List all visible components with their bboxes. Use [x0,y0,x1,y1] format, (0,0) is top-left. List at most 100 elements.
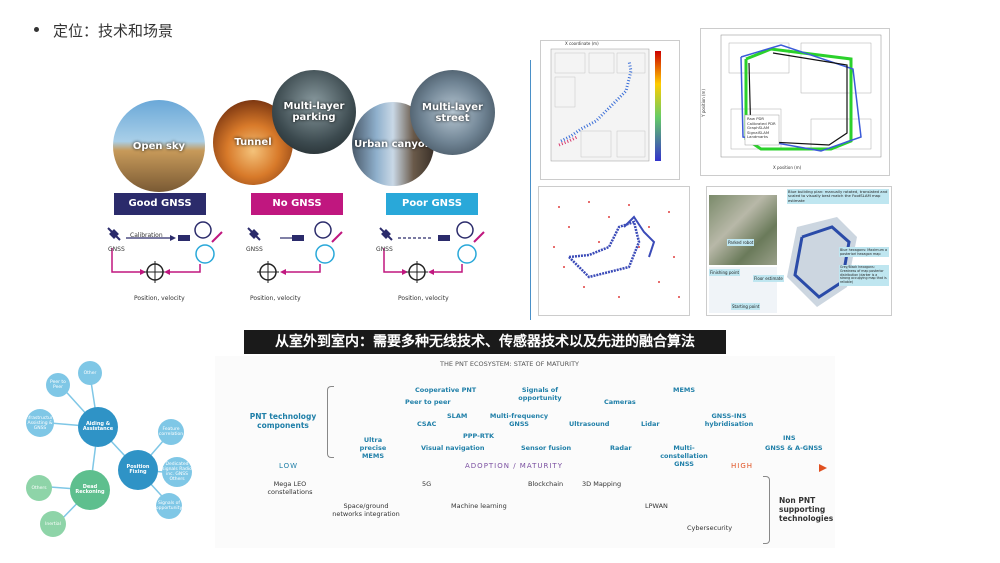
eco-slam: SLAM [447,412,468,420]
trajectory-graphic [720,34,882,158]
diagram-poor-gnss [379,221,485,283]
axis-high: HIGH [727,462,758,470]
compass-icon [195,244,215,264]
eco-gnss-ins: GNSS-INS hybridisation [704,412,754,428]
gauge-icon [194,221,212,239]
eco-multifreq: Multi-frequency GNSS [489,412,549,428]
eco-ultrasound: Ultrasound [569,420,610,428]
eco-peer: Peer to peer [405,398,451,406]
mindmap-node-position-fixing: Position Fixing [118,450,158,490]
non-lpwan: LPWAN [645,502,668,510]
mindmap: Aiding & Assistance Position Fixing Dead… [20,355,220,545]
position-velocity-label-1: Position, velocity [134,295,185,302]
eco-ppprtk: PPP-RTK [463,432,495,440]
legend-item: GraphSLAM [747,125,770,131]
scenario-label: Urban canyon [354,138,432,150]
floor-estimate-label: Floor estimate [753,275,784,282]
plot2-legend: Raw PDR Calibrated PDR GraphSLAM SignalS… [747,116,776,140]
non-blockchain: Blockchain [528,480,564,488]
eco-multiconst: Multi-constellation GNSS [660,444,708,468]
plot-trajectories: Raw PDR Calibrated PDR GraphSLAM SignalS… [700,28,890,176]
tag-poor-gnss: Poor GNSS [386,193,478,215]
diagram-no-gnss [247,221,343,283]
eco-agnss: GNSS & A-GNSS [765,444,823,452]
gnss-label-1: GNSS [108,246,125,253]
mindmap-node-feature: Feature correlation [158,419,184,445]
eco-ins: INS [783,434,796,442]
eco-csac: CSAC [417,420,437,428]
vertical-divider [530,60,531,320]
position-velocity-label-2: Position, velocity [250,295,301,302]
calibration-label: Calibration [130,232,163,239]
eco-signals: Signals of opportunity [518,386,562,402]
diagram-good-gnss [107,221,223,283]
non-5g: 5G [422,480,432,488]
eco-cooperative: Cooperative PNT [415,386,477,394]
scenario-diagrams [107,221,485,283]
plot2-ylabel: Y position (m) [701,89,706,117]
car-icon [178,235,190,241]
non-leo: Mega LEO constellations [267,480,313,496]
eco-lidar: Lidar [641,420,660,428]
non-spaceground: Space/ground networks integration [332,502,400,518]
pnt-components-label: PNT technology components [249,412,317,430]
pnt-ecosystem: THE PNT ECOSYSTEM: STATE OF MATURITY PNT… [215,356,835,548]
eco-mems-top: MEMS [673,386,696,394]
axis-low: LOW [275,462,303,470]
mindmap-node-inertial: Inertial [40,511,66,537]
grey-hexagons-label: Grey/Black hexagons: Greatness of map po… [839,265,889,286]
parked-robot-label: Parked robot [727,239,755,246]
non-pnt-brace [763,476,770,544]
eco-radar: Radar [610,444,632,452]
mindmap-node-peer: Peer to Peer [46,373,70,397]
legend-item: Calibrated PDR [747,120,776,126]
eco-cameras: Cameras [604,398,636,406]
non-pnt-label: Non PNT supporting technologies [779,496,834,523]
non-cyber: Cybersecurity [687,524,733,532]
pnt-brace [327,386,334,458]
scenario-label: Multi-layer street [422,101,483,124]
eco-visual: Visual navigation [421,444,485,452]
gnss-label-3: GNSS [376,246,393,253]
mindmap-node-infrastructure: Infrastructure Assisting & GNSS [25,409,55,437]
mindmap-node-soo: Signals of opportunity [156,493,182,519]
scenario-multilayer-parking: Multi-layer parking [272,70,356,154]
scenario-label: Open sky [132,140,186,152]
banner: 从室外到室内：需要多种无线技术、传感器技术以及先进的融合算法 [244,330,726,354]
blue-hexagons-label: Blue hexagons: Maximum a posteriori hexa… [839,247,889,257]
eco-sensor: Sensor fusion [521,444,572,452]
legend-item: Landmarks [747,134,769,140]
finishing-point-label: Finishing point [709,269,741,276]
starting-point-label: Starting point [731,303,761,310]
position-velocity-label-3: Position, velocity [398,295,449,302]
mindmap-node-dedicated: Dedicated signals Radio inc. GNSS Others [162,457,192,487]
eco-ultra-mems: Ultra precise MEMS [359,436,387,460]
axis-mid: ADOPTION / MATURITY [461,462,567,470]
heatmap-graphic [550,48,661,162]
aerial-photo [709,195,777,265]
scenario-label: Multi-layer parking [283,101,345,123]
mindmap-node-others: Others [26,475,52,501]
legend-item: SignalSLAM [747,129,770,135]
scenario-label: Tunnel [234,137,272,148]
plot-heatmap-floorplan: X coordinate (m) [540,40,680,180]
mindmap-node-dead-reckoning: Dead Reckoning [70,470,110,510]
slide-heading-text: 定位：技术和场景 [53,22,174,40]
gnss-label-2: GNSS [246,246,263,253]
slide-heading: 定位：技术和场景 [34,20,173,41]
ecosystem-title: THE PNT ECOSYSTEM: STATE OF MATURITY [440,360,580,368]
scenario-multilayer-street: Multi-layer street [410,70,495,155]
tag-good-gnss: Good GNSS [114,193,206,215]
plot2-xlabel: X position (m) [773,165,802,170]
bullet-dot [34,27,39,32]
plot4-note: Blue building plan: manually rotated, tr… [787,189,889,205]
non-3d-mapping: 3D Mapping [582,480,622,488]
occupancy-graphic [553,201,680,298]
colorbar [655,51,661,161]
mindmap-node-other: Other [78,361,102,385]
satellite-icon [107,227,121,241]
plot-occupancy-map [538,186,690,316]
tag-no-gnss: No GNSS [251,193,343,215]
plot1-xlabel: X coordinate (m) [565,41,599,46]
plot-hexagon-map: Blue building plan: manually rotated, tr… [706,186,892,316]
